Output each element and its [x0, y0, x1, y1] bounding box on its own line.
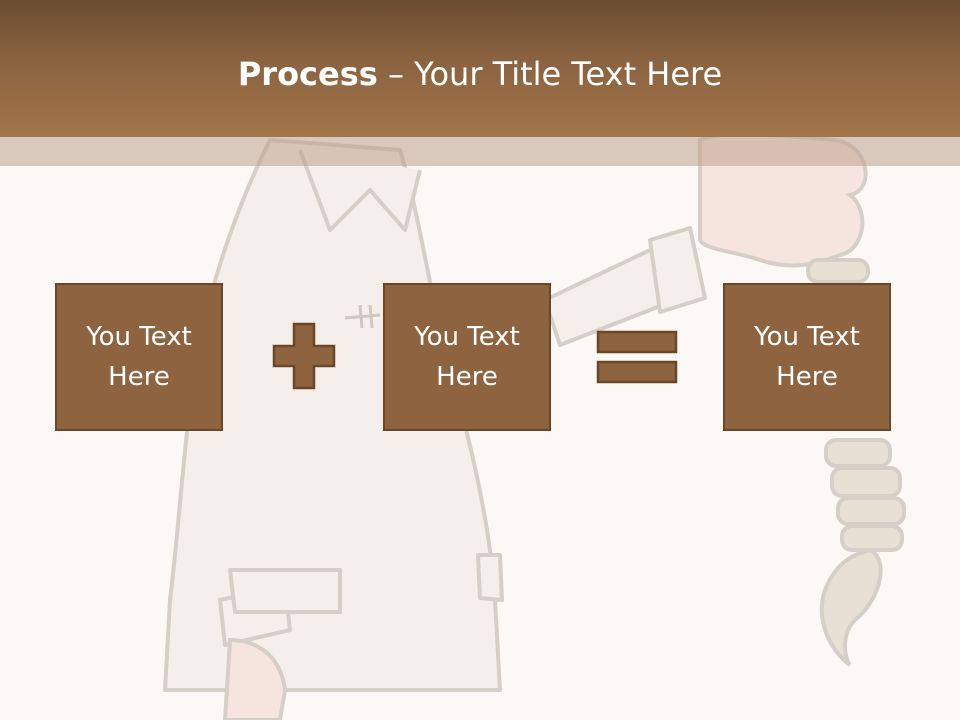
process-box-2-text: You Text Here [414, 322, 520, 392]
title-rest: – Your Title Text Here [377, 55, 723, 93]
title-bold: Process [237, 55, 378, 93]
header-banner [0, 0, 960, 137]
process-box-2[interactable]: You Text Here [383, 283, 551, 431]
process-box-1-text: You Text Here [86, 322, 192, 392]
process-box-3[interactable]: You Text Here [723, 283, 891, 431]
plus-icon [272, 322, 336, 390]
page-title: Process – Your Title Text Here [0, 54, 960, 94]
header-strip [0, 137, 960, 166]
process-box-1[interactable]: You Text Here [55, 283, 223, 431]
process-box-3-text: You Text Here [754, 322, 860, 392]
equals-icon [596, 330, 678, 384]
